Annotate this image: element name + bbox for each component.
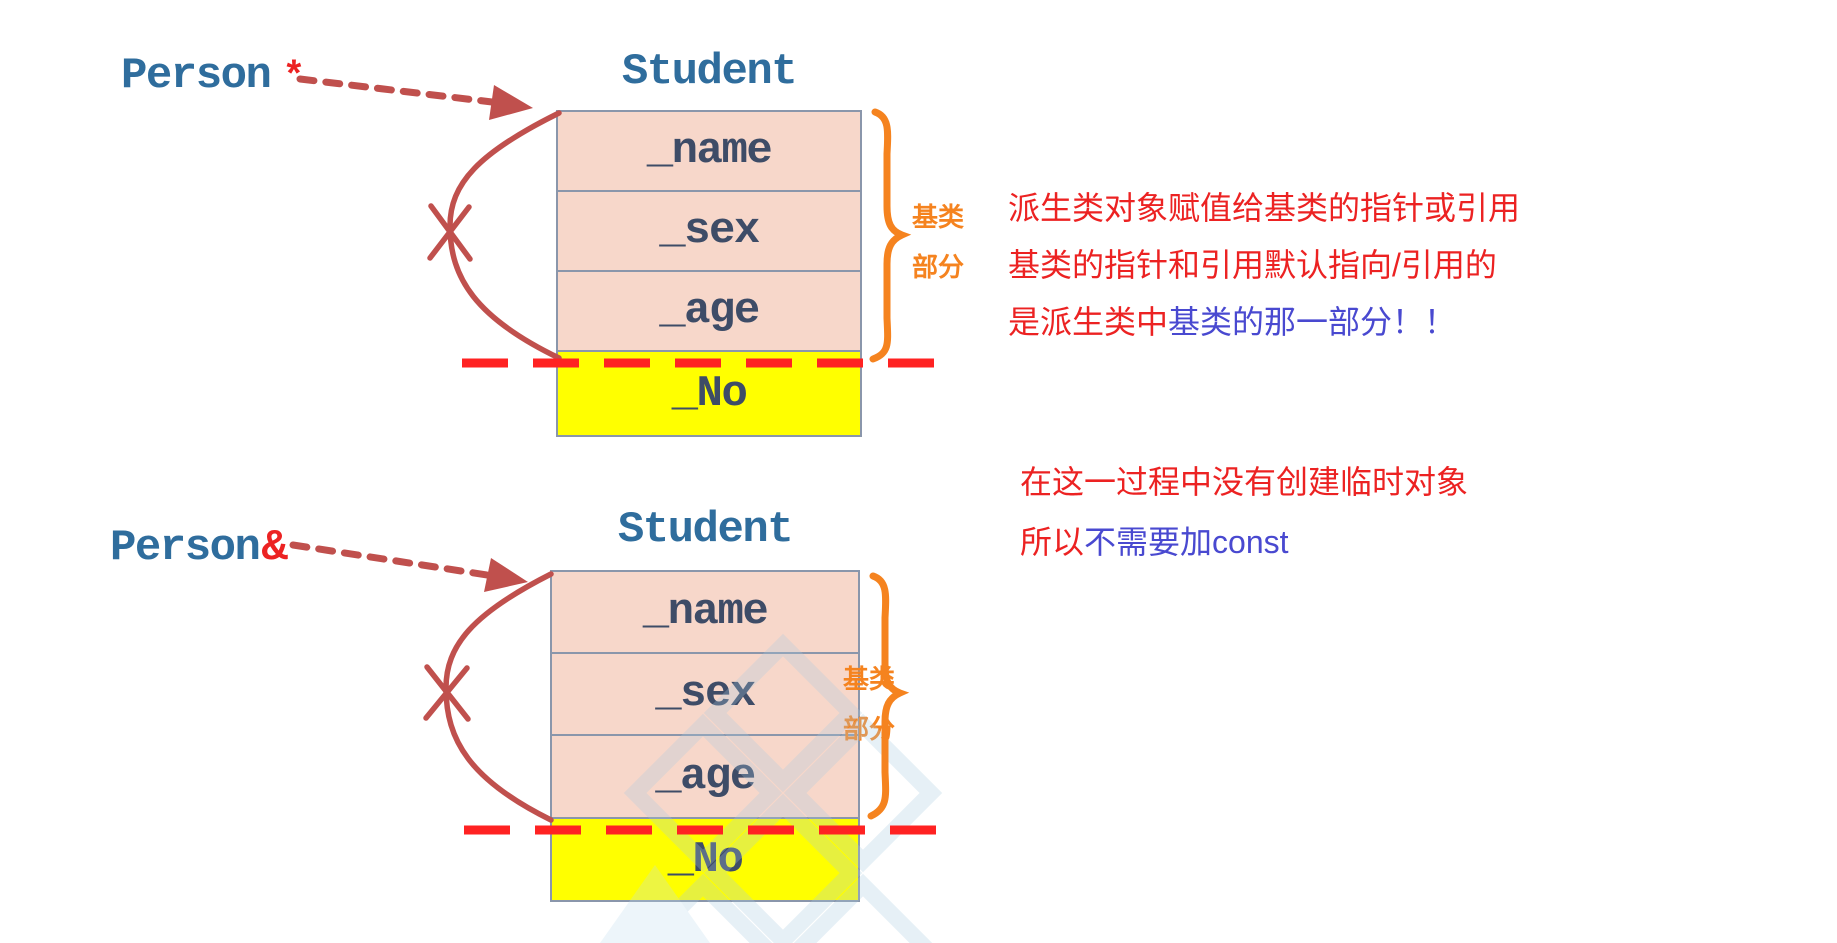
bottom-member-cell-name: _name	[550, 570, 860, 654]
bottom-base-part-line1: 基类	[843, 664, 896, 694]
annotation-line2-text: 基类的指针和引用默认指向/引用的	[1008, 247, 1497, 283]
bottom-student-memory-box: _name _sex _age _No	[550, 570, 860, 902]
pointer-ampersand-symbol: &	[261, 523, 287, 573]
bottom-member-cell-no: _No	[550, 817, 860, 902]
top-base-part-line1: 基类	[912, 202, 965, 232]
top-base-part-line2: 部分	[912, 252, 965, 282]
bottom-object-brace	[423, 571, 554, 823]
top-member-cell-no: _No	[556, 350, 862, 437]
bottom-pointer-type-name: Person	[110, 523, 261, 573]
top-wavy-brace	[447, 110, 562, 361]
bottom-wavy-brace	[443, 571, 554, 823]
note2-blue-text: 不需要加const	[1084, 524, 1289, 560]
pointer-star-symbol: *	[282, 56, 305, 99]
temporary-object-note: 在这一过程中没有创建临时对象 所以不需要加const	[1020, 452, 1468, 572]
annotation-line3-red-text: 是派生类中	[1008, 304, 1169, 340]
annotation-line1-text: 派生类对象赋值给基类的指针或引用	[1008, 190, 1521, 226]
bottom-member-cell-age: _age	[550, 734, 860, 819]
bottom-brace-x-mark	[423, 664, 471, 722]
note1-text: 在这一过程中没有创建临时对象	[1020, 464, 1469, 500]
top-object-brace	[427, 110, 562, 361]
top-pointer-arrow	[296, 75, 533, 120]
top-pointer-type-name: Person	[121, 51, 272, 101]
bottom-pointer-label: Person&	[110, 523, 288, 573]
top-member-cell-age: _age	[556, 270, 862, 352]
bottom-arrow-shaft	[289, 541, 491, 579]
top-member-cell-name: _name	[556, 110, 862, 192]
top-member-cell-sex: _sex	[556, 190, 862, 272]
bottom-class-name-label: Student	[617, 505, 794, 555]
annotation-line-3: 是派生类中基类的那一部分！！	[1008, 294, 1520, 351]
note-line-2: 所以不需要加const	[1020, 512, 1468, 572]
pointer-rule-annotation: 派生类对象赋值给基类的指针或引用 基类的指针和引用默认指向/引用的 是派生类中基…	[1008, 180, 1520, 351]
bottom-member-cell-sex: _sex	[550, 652, 860, 736]
bottom-pointer-arrow	[289, 541, 528, 592]
annotation-line-1: 派生类对象赋值给基类的指针或引用	[1008, 180, 1520, 237]
top-arrow-shaft	[296, 75, 496, 106]
top-pointer-label: Person*	[121, 51, 305, 101]
note2-red-text: 所以	[1020, 524, 1085, 560]
bottom-arrow-head	[484, 558, 528, 592]
top-brace-x-mark	[427, 203, 473, 262]
top-base-part-brace	[869, 108, 912, 363]
top-base-part-label: 基类 部分	[912, 192, 964, 292]
top-arrow-head	[489, 85, 533, 120]
top-class-name-label: Student	[621, 47, 798, 97]
annotation-line-2: 基类的指针和引用默认指向/引用的	[1008, 237, 1520, 294]
note-line-1: 在这一过程中没有创建临时对象	[1020, 452, 1468, 512]
bottom-base-part-label: 基类 部分	[843, 654, 895, 754]
top-student-memory-box: _name _sex _age _No	[556, 110, 862, 437]
annotation-line3-blue-text: 基类的那一部分！！	[1168, 304, 1457, 340]
bottom-base-part-line2: 部分	[843, 714, 896, 744]
